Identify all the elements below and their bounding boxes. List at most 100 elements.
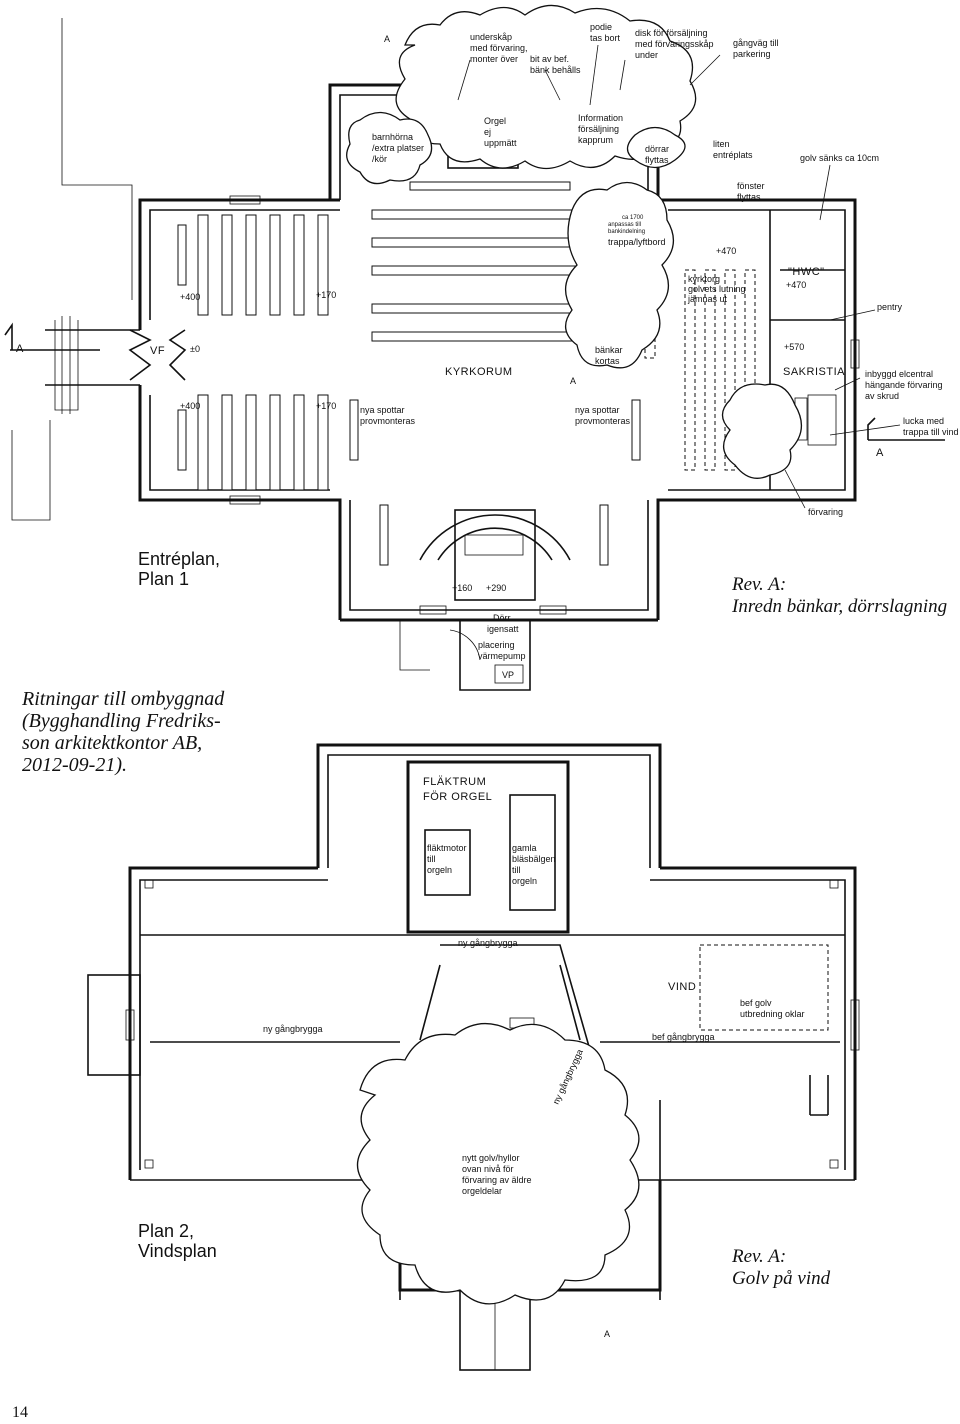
svg-text:+170: +170	[316, 290, 336, 300]
svg-text:liten: liten	[713, 139, 730, 149]
svg-text:VP: VP	[502, 670, 514, 680]
plan1-text: underskåp med förvaring, monter över pod…	[16, 22, 959, 680]
svg-text:fläktmotor: fläktmotor	[427, 843, 467, 853]
svg-text:orgeldelar: orgeldelar	[462, 1186, 502, 1196]
svg-text:igensatt: igensatt	[487, 624, 519, 634]
caption-line3: son arkitektkontor AB,	[22, 732, 203, 754]
svg-text:bit av bef.: bit av bef.	[530, 54, 569, 64]
svg-text:ca 1700: ca 1700	[622, 215, 644, 221]
svg-text:nytt golv/hyllor: nytt golv/hyllor	[462, 1153, 520, 1163]
svg-text:med förvaring,: med förvaring,	[470, 43, 528, 53]
svg-text:orgeln: orgeln	[427, 865, 452, 875]
plan1-revision-note: Rev. A: Inredn bänkar, dörrslagning	[732, 574, 947, 618]
svg-text:VF: VF	[150, 345, 165, 357]
svg-text:provmonteras: provmonteras	[360, 416, 416, 426]
plan1-rev-line2: Inredn bänkar, dörrslagning	[732, 596, 948, 617]
plan1-leaders	[4, 44, 945, 509]
svg-text:+470: +470	[786, 280, 806, 290]
svg-text:+570: +570	[784, 342, 804, 352]
svg-text:disk för försäljning: disk för försäljning	[635, 28, 708, 38]
plan2-revision-note: Rev. A: Golv på vind	[732, 1246, 830, 1290]
svg-text:monter över: monter över	[470, 54, 518, 64]
svg-text:ny gångbrygga: ny gångbrygga	[458, 938, 518, 948]
svg-text:ny gångbrygga: ny gångbrygga	[263, 1024, 323, 1034]
svg-text:kortas: kortas	[595, 356, 620, 366]
plan1-pews-nave	[349, 181, 756, 566]
svg-text:+290: +290	[486, 583, 506, 593]
svg-text:nya spottar: nya spottar	[360, 405, 405, 415]
svg-text:provmonteras: provmonteras	[575, 416, 631, 426]
svg-text:uppmätt: uppmätt	[484, 138, 517, 148]
svg-text:tas bort: tas bort	[590, 33, 621, 43]
svg-text:inbyggd elcentral: inbyggd elcentral	[865, 369, 933, 379]
svg-text:Plan 1: Plan 1	[138, 569, 189, 589]
svg-text:A: A	[16, 343, 24, 355]
svg-text:förvaring: förvaring	[808, 507, 843, 517]
svg-text:med förvaringsskåp: med förvaringsskåp	[635, 39, 714, 49]
svg-text:dörrar: dörrar	[645, 144, 669, 154]
svg-text:bankindelning: bankindelning	[608, 229, 645, 235]
svg-text:barnhörna: barnhörna	[372, 132, 413, 142]
svg-text:försäljning: försäljning	[578, 124, 619, 134]
svg-text:jämnas ut: jämnas ut	[687, 294, 728, 304]
svg-text:VIND: VIND	[668, 981, 696, 993]
svg-text:till: till	[512, 865, 521, 875]
svg-text:+470: +470	[716, 246, 736, 256]
svg-text:kyrktorg: kyrktorg	[688, 274, 720, 284]
svg-text:utbredning oklar: utbredning oklar	[740, 1009, 805, 1019]
svg-text:+160: +160	[452, 583, 472, 593]
svg-text:flyttas: flyttas	[645, 155, 669, 165]
svg-text:flyttas: flyttas	[737, 192, 761, 202]
svg-text:±0: ±0	[190, 344, 200, 354]
svg-text:orgeln: orgeln	[512, 876, 537, 886]
svg-text:hängande förvaring: hängande förvaring	[865, 380, 943, 390]
svg-text:FÖR ORGEL: FÖR ORGEL	[423, 791, 492, 803]
svg-text:bänkar: bänkar	[595, 345, 623, 355]
svg-text:"HWC": "HWC"	[788, 266, 825, 278]
svg-text:A: A	[604, 1329, 610, 1339]
svg-text:gamla: gamla	[512, 843, 537, 853]
svg-text:+400: +400	[180, 292, 200, 302]
svg-text:entréplats: entréplats	[713, 150, 753, 160]
svg-text:FLÄKTRUM: FLÄKTRUM	[423, 776, 486, 788]
svg-text:bläsbälgen: bläsbälgen	[512, 854, 556, 864]
label-underskap: underskåp	[470, 32, 512, 42]
svg-text:SAKRISTIA: SAKRISTIA	[783, 366, 845, 378]
svg-text:Orgel: Orgel	[484, 116, 506, 126]
svg-text:bef golv: bef golv	[740, 998, 772, 1008]
svg-text:bef gångbrygga: bef gångbrygga	[652, 1032, 715, 1042]
svg-text:av skrud: av skrud	[865, 391, 899, 401]
svg-text:KYRKORUM: KYRKORUM	[445, 366, 513, 378]
plan2-walls	[87, 743, 860, 1371]
plan1-rev-line1: Rev. A:	[732, 574, 787, 595]
svg-text:A: A	[570, 376, 576, 386]
svg-text:+400: +400	[180, 401, 200, 411]
drawing-caption: Ritningar till ombyggnad (Bygghandling F…	[22, 688, 224, 776]
svg-text:podie: podie	[590, 22, 612, 32]
plan1-revision-clouds	[346, 4, 802, 479]
caption-line2: (Bygghandling Fredriks-	[22, 710, 221, 732]
svg-text:under: under	[635, 50, 658, 60]
svg-text:A: A	[876, 447, 884, 459]
caption-line1: Ritningar till ombyggnad	[22, 688, 225, 710]
plan2-revision-cloud	[356, 1023, 640, 1305]
svg-text:golvets lutning: golvets lutning	[688, 284, 746, 294]
svg-text:trappa/lyftbord: trappa/lyftbord	[608, 237, 666, 247]
plan2-rev-line2: Golv på vind	[732, 1268, 831, 1289]
svg-text:ovan nivå för: ovan nivå för	[462, 1164, 514, 1174]
plan1-pews-left	[177, 214, 329, 491]
svg-text:nya spottar: nya spottar	[575, 405, 620, 415]
page-number: 14	[12, 1404, 28, 1421]
svg-text:golv sänks ca 10cm: golv sänks ca 10cm	[800, 153, 879, 163]
svg-text:till: till	[427, 854, 436, 864]
svg-text:placering: placering	[478, 640, 515, 650]
svg-text:bänk behålls: bänk behålls	[530, 65, 581, 75]
svg-text:A: A	[384, 34, 390, 44]
svg-text:ej: ej	[484, 127, 491, 137]
caption-line4: 2012-09-21).	[22, 754, 127, 776]
svg-text:lucka med: lucka med	[903, 416, 944, 426]
svg-text:fönster: fönster	[737, 181, 765, 191]
svg-text:+170: +170	[316, 401, 336, 411]
svg-text:kapprum: kapprum	[578, 135, 613, 145]
